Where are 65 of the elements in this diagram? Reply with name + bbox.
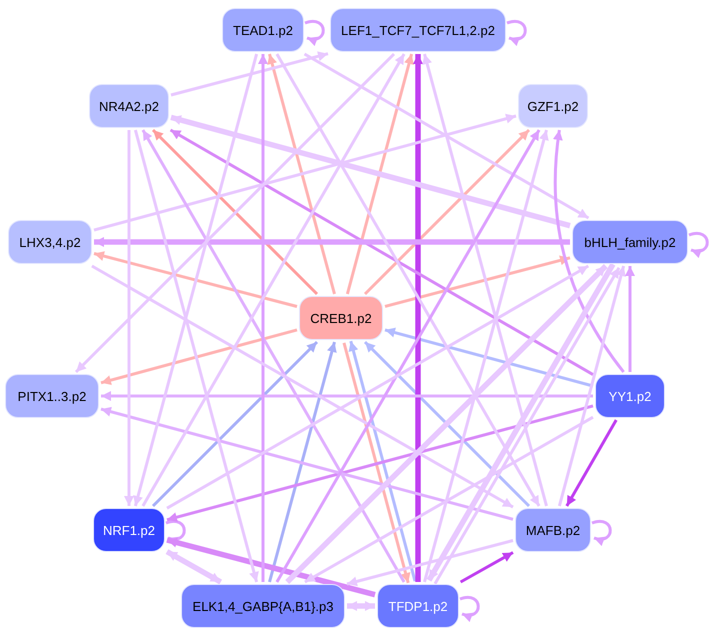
self-loop-arrow	[592, 520, 612, 546]
arrow	[364, 340, 530, 508]
node-box: PITX1..3.p2	[5, 374, 99, 418]
arrow	[553, 130, 625, 373]
arrow	[170, 114, 571, 228]
arrow	[142, 129, 406, 583]
arrow	[258, 54, 268, 582]
arrow	[74, 52, 396, 374]
node-box: GZF1.p2	[518, 84, 588, 128]
arrow	[152, 340, 318, 508]
arrow	[94, 237, 570, 247]
arrow	[346, 54, 414, 294]
arrow	[285, 264, 608, 584]
arrow	[142, 53, 406, 507]
arrow	[304, 52, 590, 220]
arrow	[166, 404, 594, 522]
arrow	[558, 266, 626, 506]
arrow	[267, 54, 336, 294]
arrow	[342, 342, 410, 584]
arrow	[413, 54, 423, 582]
arrow	[134, 130, 259, 582]
self-loop-arrow	[688, 232, 709, 258]
self-loop-arrow	[304, 20, 325, 46]
arrow	[94, 251, 298, 308]
node-box: bHLH_family.p2	[572, 220, 688, 264]
arrow	[133, 54, 258, 506]
arrow	[304, 416, 594, 584]
arrow	[91, 264, 514, 508]
arrow	[94, 114, 516, 232]
arrow	[460, 551, 514, 584]
node-box: NR4A2.p2	[89, 84, 169, 128]
self-loop-arrow	[506, 20, 527, 46]
node-box: YY1.p2	[595, 374, 665, 418]
arrow	[384, 328, 594, 388]
arrow	[276, 53, 540, 507]
arrow	[170, 51, 328, 96]
node-box: TFDP1.p2	[377, 584, 459, 628]
arrow	[423, 130, 549, 582]
arrow	[124, 130, 134, 506]
arrow	[348, 340, 416, 582]
node-box: LEF1_TCF7_TCF7L1,2.p2	[330, 8, 506, 52]
arrow	[170, 128, 594, 376]
node-box: CREB1.p2	[299, 296, 383, 340]
arrow	[422, 54, 548, 506]
arrow	[364, 128, 530, 296]
arrow	[152, 128, 318, 296]
arrow	[346, 539, 514, 586]
node-box: MAFB.p2	[515, 508, 591, 552]
arrow	[384, 256, 570, 308]
arrow	[166, 537, 376, 598]
arrow	[100, 406, 514, 521]
arrow	[625, 266, 635, 372]
arrow	[566, 419, 618, 507]
arrow	[276, 129, 540, 583]
node-box: TEAD1.p2	[222, 8, 304, 52]
arrow	[100, 328, 298, 386]
node-box: ELK1,4_GABP{A,B1}.p3	[181, 584, 345, 628]
arrow	[166, 264, 590, 510]
arrow	[166, 549, 222, 584]
node-box: NRF1.p2	[93, 508, 165, 552]
node-box: LHX3,4.p2	[8, 220, 92, 264]
arrow	[347, 601, 375, 611]
arrow	[101, 391, 593, 401]
arrow	[268, 342, 337, 582]
self-loop-arrow	[460, 596, 480, 622]
